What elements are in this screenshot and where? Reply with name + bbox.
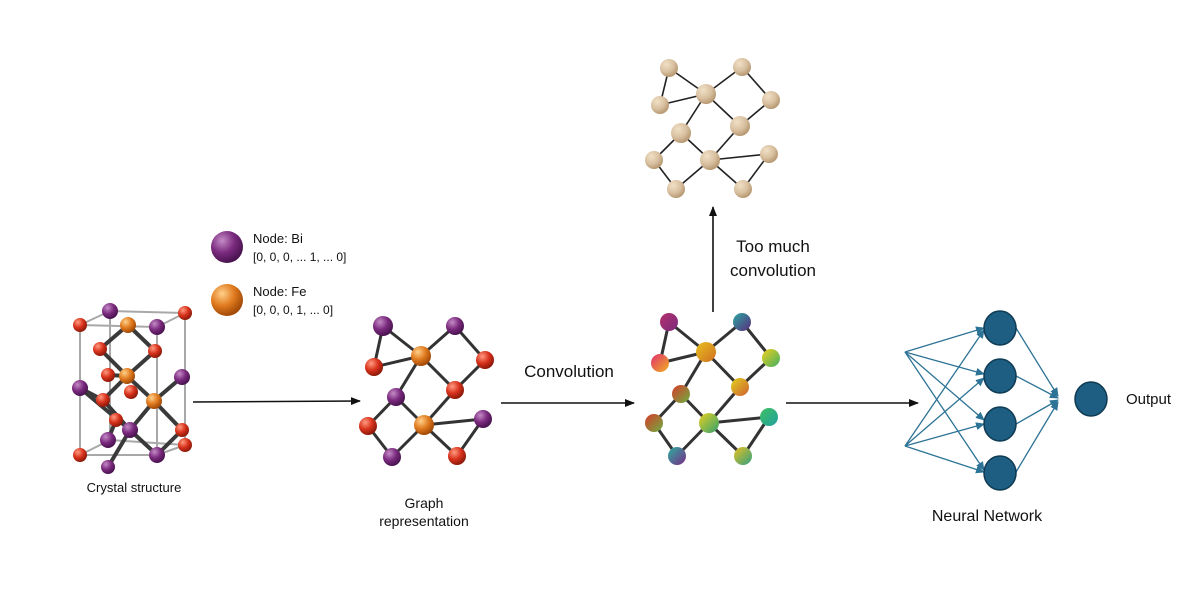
legend-fe-title: Node: Fe: [253, 284, 306, 299]
oversmoothed-graph: [645, 58, 780, 198]
crystal-structure-label: Crystal structure: [87, 480, 182, 495]
convolved-nodes: [645, 313, 780, 465]
legend-fe-ball: [211, 284, 243, 316]
graph-nodes: [359, 316, 494, 466]
output-label: Output: [1126, 391, 1172, 408]
legend: Node: Bi [0, 0, 0, ... 1, ... 0] Node: F…: [211, 231, 346, 317]
legend-fe-vector: [0, 0, 0, 1, ... 0]: [253, 303, 333, 317]
crystal-atoms: [72, 303, 192, 474]
nn-input-edges: [904, 326, 985, 474]
arrow-crystal-to-graph: [192, 397, 361, 406]
nn-hidden-node-1: [983, 310, 1017, 346]
legend-bi-ball: [211, 231, 243, 263]
nn-hidden-node-4: [983, 455, 1017, 491]
too-much-label-line2: convolution: [730, 261, 816, 280]
legend-bi-vector: [0, 0, 0, ... 1, ... 0]: [253, 250, 346, 264]
nn-hidden-node-2: [983, 358, 1017, 394]
convolved-graph: [645, 313, 780, 465]
nn-hidden-node-3: [983, 406, 1017, 442]
nn-output-edges: [1015, 327, 1059, 473]
graph-representation: Graph representation: [359, 316, 494, 529]
convolution-label: Convolution: [524, 362, 614, 381]
neural-network: Output Neural Network: [904, 310, 1172, 525]
convolved-edges: [652, 320, 773, 458]
legend-bi-title: Node: Bi: [253, 231, 303, 246]
graph-edges: [366, 324, 487, 459]
crystal-structure: Crystal structure: [72, 303, 192, 495]
oversmoothed-edges: [653, 66, 772, 190]
nn-hidden-nodes: [983, 310, 1017, 491]
oversmoothed-nodes: [645, 58, 780, 198]
nn-output-node: [1074, 381, 1108, 417]
too-much-label-line1: Too much: [736, 237, 810, 256]
neural-network-label: Neural Network: [932, 508, 1043, 525]
graph-label-line2: representation: [379, 513, 469, 529]
graph-label-line1: Graph: [405, 495, 444, 511]
